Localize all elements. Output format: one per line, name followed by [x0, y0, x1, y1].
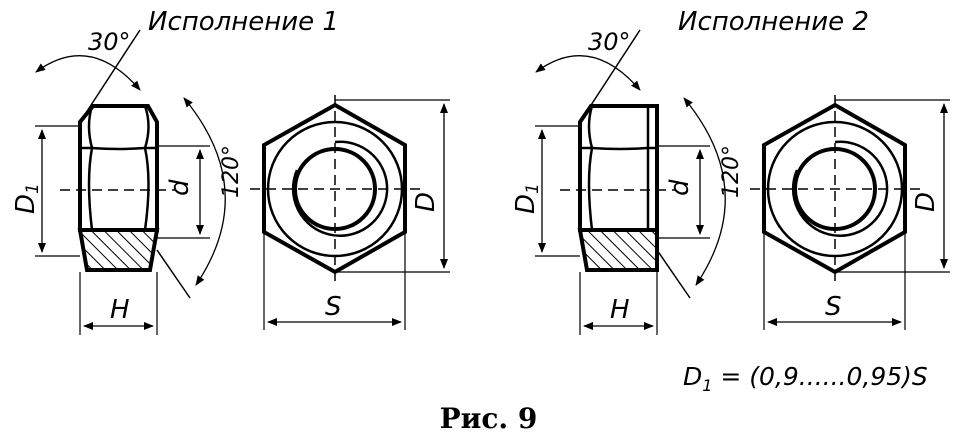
variant-1-angle-30: 30° [88, 28, 131, 56]
variant-1-angle-120: 120° [219, 145, 244, 198]
variant-2-angle-30: 30° [588, 28, 631, 56]
formula-lhs-sub: 1 [702, 376, 713, 395]
variant-1-label-D1: D1 [11, 183, 43, 214]
variant-2-title: Исполнение 2 [678, 7, 869, 37]
variant-1-side-view [35, 29, 226, 335]
variant-1-label-d: d [165, 179, 195, 196]
variant-2: Исполнение 2 30° 120° [511, 7, 950, 335]
variant-2-label-D: D [911, 192, 941, 212]
variant-2-label-D1: D1 [511, 183, 543, 214]
variant-2-side-view [535, 29, 726, 335]
variant-1-title: Исполнение 1 [148, 7, 339, 37]
figure-caption: Рис. 9 [439, 402, 538, 435]
variant-1: Исполнение 1 [11, 7, 450, 335]
variant-2-label-S: S [825, 292, 842, 322]
variant-2-label-H: H [610, 295, 630, 325]
variant-1-label-H: H [110, 295, 130, 325]
formula-rhs: = (0,9......0,95)S [712, 362, 928, 391]
variant-2-angle-120: 120° [719, 145, 744, 198]
variant-1-front-view [250, 95, 450, 330]
variant-1-label-S: S [325, 292, 342, 322]
formula-lhs: D [683, 362, 703, 391]
formula: D1 = (0,9......0,95)S [683, 362, 928, 395]
variant-2-front-view [750, 95, 950, 330]
variant-1-label-D: D [411, 192, 441, 212]
variant-2-label-d: d [665, 179, 695, 196]
